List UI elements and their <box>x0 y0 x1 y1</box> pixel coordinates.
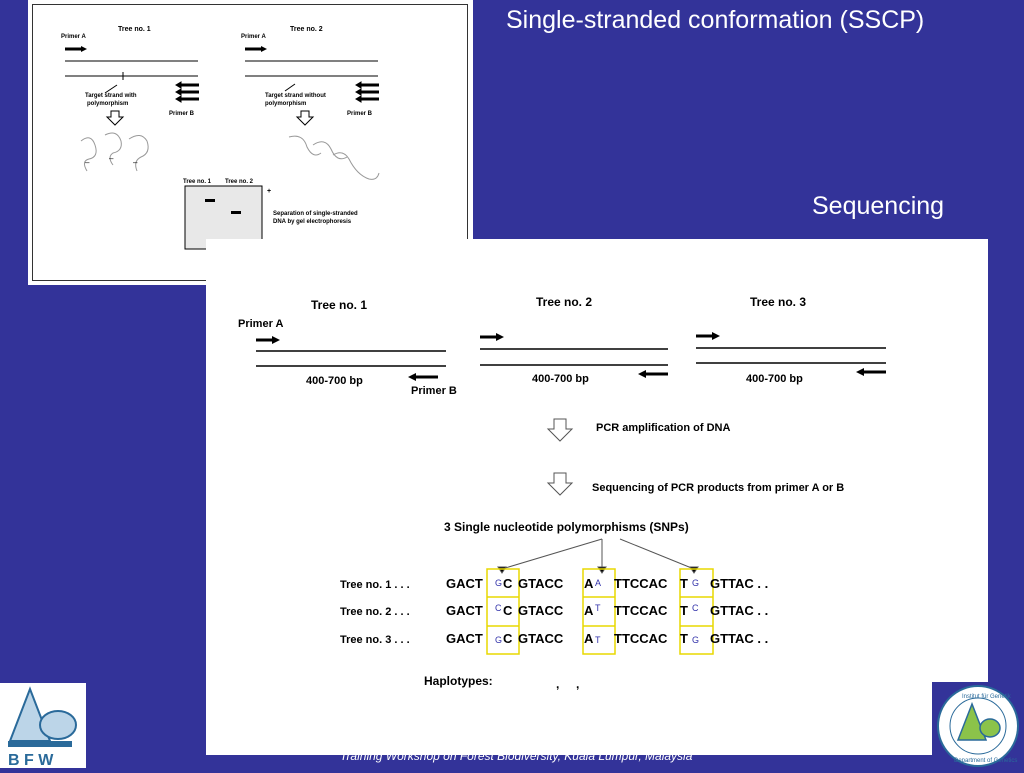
row3-snp3: G <box>692 635 699 645</box>
svg-text:A: A <box>584 631 594 646</box>
row2-snp3: C <box>692 603 699 613</box>
sscp-target-without-2: polymorphism <box>265 101 306 107</box>
sscp-tree2-label: Tree no. 2 <box>290 26 323 33</box>
haplotypes-values: , , <box>556 677 579 691</box>
seq-step-pcr: PCR amplification of DNA <box>596 422 731 434</box>
svg-text:GTTAC . .: GTTAC . . <box>710 576 768 591</box>
sscp-figure: Tree no. 1 Tree no. 2 Primer A Primer A … <box>28 0 473 285</box>
sscp-target-without-1: Target strand without <box>265 93 326 99</box>
svg-text:GTACC: GTACC <box>518 576 564 591</box>
row1-label: Tree no. 1 . . . <box>340 579 410 591</box>
sequencing-diagram: Tree no. 1 Tree no. 2 Tree no. 3 Primer … <box>238 295 886 691</box>
footer-text: Training Workshop on Forest Biodiversity… <box>340 749 693 763</box>
seq-bp-2: 400-700 bp <box>532 373 589 385</box>
svg-text:T: T <box>680 603 688 618</box>
sscp-primer-b-arrows-1 <box>175 81 199 103</box>
row1-snp1: G <box>495 578 502 588</box>
sscp-down-arrow-2 <box>295 110 315 126</box>
separation-2: DNA by gel electrophoresis <box>273 219 352 225</box>
row3-snp2: T <box>595 635 601 645</box>
svg-text:GACT: GACT <box>446 576 483 591</box>
bfw-logo: B F W <box>0 683 86 769</box>
sscp-primer-a-1: Primer A <box>61 34 86 40</box>
svg-text:GACT: GACT <box>446 603 483 618</box>
bfw-logo-text: B F W <box>8 752 54 768</box>
seq-step-sequencing: Sequencing of PCR products from primer A… <box>592 482 844 494</box>
sscp-band-mark-1b: – <box>109 154 114 163</box>
row2-snp1: C <box>495 603 502 613</box>
gel-tree2-label: Tree no. 2 <box>225 179 254 185</box>
sscp-target-with-1: Target strand with <box>85 93 137 99</box>
seq-tree3-label: Tree no. 3 <box>750 295 806 309</box>
sscp-band-mark-1a: – <box>85 158 90 167</box>
seq-tree1-strands <box>256 336 446 381</box>
sscp-primer-b-arrows-2 <box>355 81 379 103</box>
sscp-primer-b-1: Primer B <box>169 111 195 117</box>
sscp-folded-strands-2 <box>288 135 380 180</box>
sscp-folded-strands-1 <box>80 132 149 172</box>
svg-text:A: A <box>584 576 594 591</box>
svg-text:GTACC: GTACC <box>518 631 564 646</box>
sscp-title: Single-stranded conformation (SSCP) <box>506 6 925 34</box>
sequence-row-1: Tree no. 1 . . . GACT G C GTACC A A TTCC… <box>340 576 768 591</box>
seq-bp-3: 400-700 bp <box>746 373 803 385</box>
svg-text:GTACC: GTACC <box>518 603 564 618</box>
sequencing-figure: Tree no. 1 Tree no. 2 Tree no. 3 Primer … <box>206 239 988 755</box>
row2-snp2: T <box>595 603 601 613</box>
seq-tree3-strands <box>696 332 886 376</box>
sscp-down-arrow-1 <box>105 110 125 126</box>
separation-1: Separation of single-stranded <box>273 211 358 217</box>
genetics-logo-graphic: Institut für Genetik Department of Genet… <box>937 685 1019 767</box>
genetics-logo-top: Institut für Genetik <box>962 694 1012 700</box>
seq-tree2-strands <box>480 333 668 378</box>
genetics-logo: Institut für Genetik Department of Genet… <box>932 682 1024 768</box>
seq-down-arrow-1 <box>546 418 574 442</box>
snp-pointer-lines <box>497 538 699 574</box>
row1-snp2: A <box>595 578 601 588</box>
genetics-logo-bottom: Department of Genetics <box>954 758 1017 764</box>
svg-text:A: A <box>584 603 594 618</box>
sscp-primer-b-2: Primer B <box>347 111 373 117</box>
svg-text:GTTAC . .: GTTAC . . <box>710 631 768 646</box>
sequence-row-2: Tree no. 2 . . . GACT C C GTACC A T TTCC… <box>340 603 768 618</box>
haplotypes-label: Haplotypes: <box>424 674 493 688</box>
sscp-tree1-label: Tree no. 1 <box>118 26 151 33</box>
seq-primer-a: Primer A <box>238 318 284 330</box>
svg-text:TTCCAC: TTCCAC <box>614 631 668 646</box>
row3-snp1: G <box>495 635 502 645</box>
sscp-diagram: Tree no. 1 Tree no. 2 Primer A Primer A … <box>61 26 380 259</box>
sscp-target-with-2: polymorphism <box>87 101 128 107</box>
svg-text:GTTAC . .: GTTAC . . <box>710 603 768 618</box>
svg-text:TTCCAC: TTCCAC <box>614 603 668 618</box>
sscp-primer-a-2: Primer A <box>241 34 266 40</box>
row1-snp3: G <box>692 578 699 588</box>
sequencing-title: Sequencing <box>812 192 945 220</box>
seq-tree2-label: Tree no. 2 <box>536 295 592 309</box>
svg-text:GACT: GACT <box>446 631 483 646</box>
seq-bp-1: 400-700 bp <box>306 375 363 387</box>
seq-down-arrow-2 <box>546 472 574 496</box>
snp-header: 3 Single nucleotide polymorphisms (SNPs) <box>444 520 689 534</box>
gel-band-2 <box>231 211 241 214</box>
seq-primer-b: Primer B <box>411 385 457 397</box>
row3-label: Tree no. 3 . . . <box>340 634 410 646</box>
snp-highlight-boxes <box>486 568 714 655</box>
svg-text:C: C <box>503 576 513 591</box>
gel-plus: + <box>267 188 271 195</box>
sscp-band-mark-1c: – <box>133 158 138 167</box>
svg-text:T: T <box>680 631 688 646</box>
svg-text:TTCCAC: TTCCAC <box>614 576 668 591</box>
row2-label: Tree no. 2 . . . <box>340 606 410 618</box>
seq-tree1-label: Tree no. 1 <box>311 298 367 312</box>
svg-text:C: C <box>503 603 513 618</box>
sequence-row-3: Tree no. 3 . . . GACT G C GTACC A T TTCC… <box>340 631 768 646</box>
gel-tree1-label: Tree no. 1 <box>183 179 212 185</box>
svg-text:C: C <box>503 631 513 646</box>
gel-band-1 <box>205 199 215 202</box>
svg-text:T: T <box>680 576 688 591</box>
bfw-logo-graphic: B F W <box>0 683 86 769</box>
